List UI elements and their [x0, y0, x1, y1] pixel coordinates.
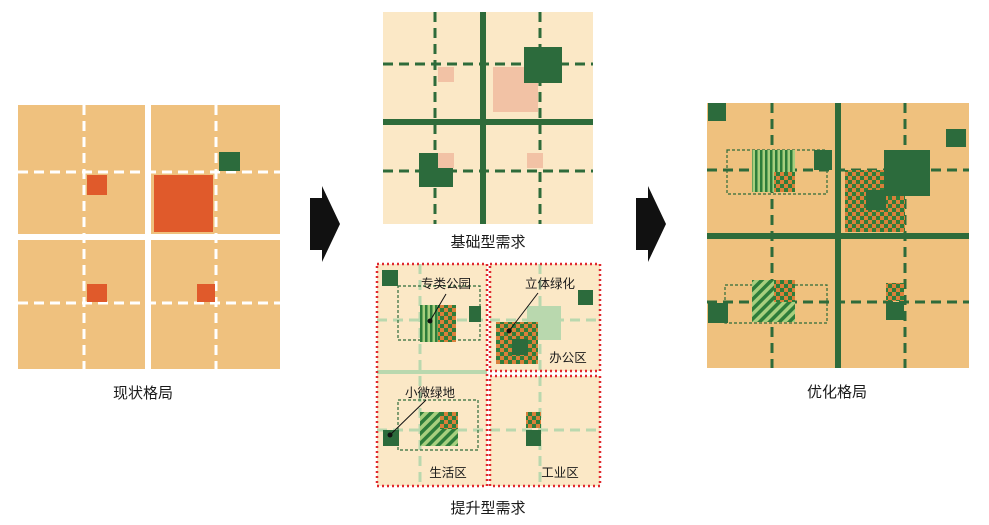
existing-green-site — [154, 175, 213, 232]
leader-dot — [387, 432, 393, 438]
upgrade-demand-panel — [375, 262, 602, 488]
service-radius — [397, 399, 479, 451]
caption-basic: 基础型需求 — [450, 233, 525, 251]
micro-green — [774, 302, 795, 322]
optimized-layout-panel — [707, 103, 969, 368]
park — [526, 430, 541, 446]
micro-green — [420, 412, 440, 446]
pocket-site — [527, 153, 543, 168]
park-stripe — [752, 150, 774, 172]
micro-green — [752, 302, 774, 322]
park — [383, 430, 399, 446]
park — [814, 150, 832, 170]
park-stripe — [420, 325, 438, 342]
micro-green-checker — [774, 280, 795, 302]
label-industrial: 工业区 — [541, 465, 579, 480]
caption-upgrade: 提升型需求 — [450, 499, 525, 517]
leader-dot — [506, 328, 512, 334]
park-checker — [438, 305, 456, 325]
living-district — [377, 264, 487, 486]
current-layout-panel — [18, 105, 280, 369]
main-road-horizontal — [383, 119, 593, 125]
site-checker — [526, 412, 541, 428]
main-road-horizontal — [707, 233, 969, 239]
label-office: 办公区 — [549, 350, 587, 365]
park — [946, 129, 966, 147]
leader-line — [508, 292, 539, 332]
leader-line — [429, 293, 447, 322]
road-light — [377, 370, 487, 374]
park-stripe — [752, 172, 774, 192]
label-living: 生活区 — [429, 465, 467, 480]
park-checker — [774, 172, 795, 192]
arrow-right-icon — [636, 186, 666, 262]
park — [382, 270, 398, 286]
existing-green-site — [87, 175, 107, 195]
existing-green-site — [87, 284, 107, 302]
industrial-district-boundary — [488, 374, 602, 488]
park — [512, 339, 528, 355]
main-road-vertical — [480, 12, 486, 224]
label-vertical-green: 立体绿化 — [525, 276, 576, 291]
pocket-site — [438, 153, 454, 168]
park — [578, 290, 593, 305]
main-road-horizontal — [18, 234, 280, 240]
park-stripe — [420, 305, 438, 325]
micro-green-checker — [440, 412, 458, 429]
micro-green — [752, 280, 774, 302]
site-checker — [886, 283, 904, 301]
park — [524, 47, 562, 83]
office-district-boundary — [488, 262, 602, 373]
pocket-site — [438, 67, 454, 82]
label-micro-green: 小微绿地 — [405, 385, 456, 400]
park — [886, 302, 904, 320]
leader-dot — [427, 318, 433, 324]
basic-demand-panel — [383, 12, 593, 224]
living-district-boundary — [375, 262, 489, 488]
existing-park — [219, 152, 240, 171]
park — [884, 150, 930, 196]
land-block — [383, 12, 593, 224]
park — [866, 190, 886, 210]
caption-optimized: 优化格局 — [807, 383, 867, 401]
park — [469, 306, 481, 322]
park-stripe — [774, 150, 795, 172]
park — [708, 103, 726, 121]
existing-green-site — [197, 284, 215, 302]
park — [708, 303, 728, 323]
arrow-right-icon — [310, 186, 340, 262]
micro-green — [440, 429, 458, 446]
label-park: 专类公园 — [421, 276, 471, 291]
park-checker — [438, 325, 456, 342]
caption-current: 现状格局 — [113, 384, 173, 402]
leader-line — [389, 399, 427, 436]
